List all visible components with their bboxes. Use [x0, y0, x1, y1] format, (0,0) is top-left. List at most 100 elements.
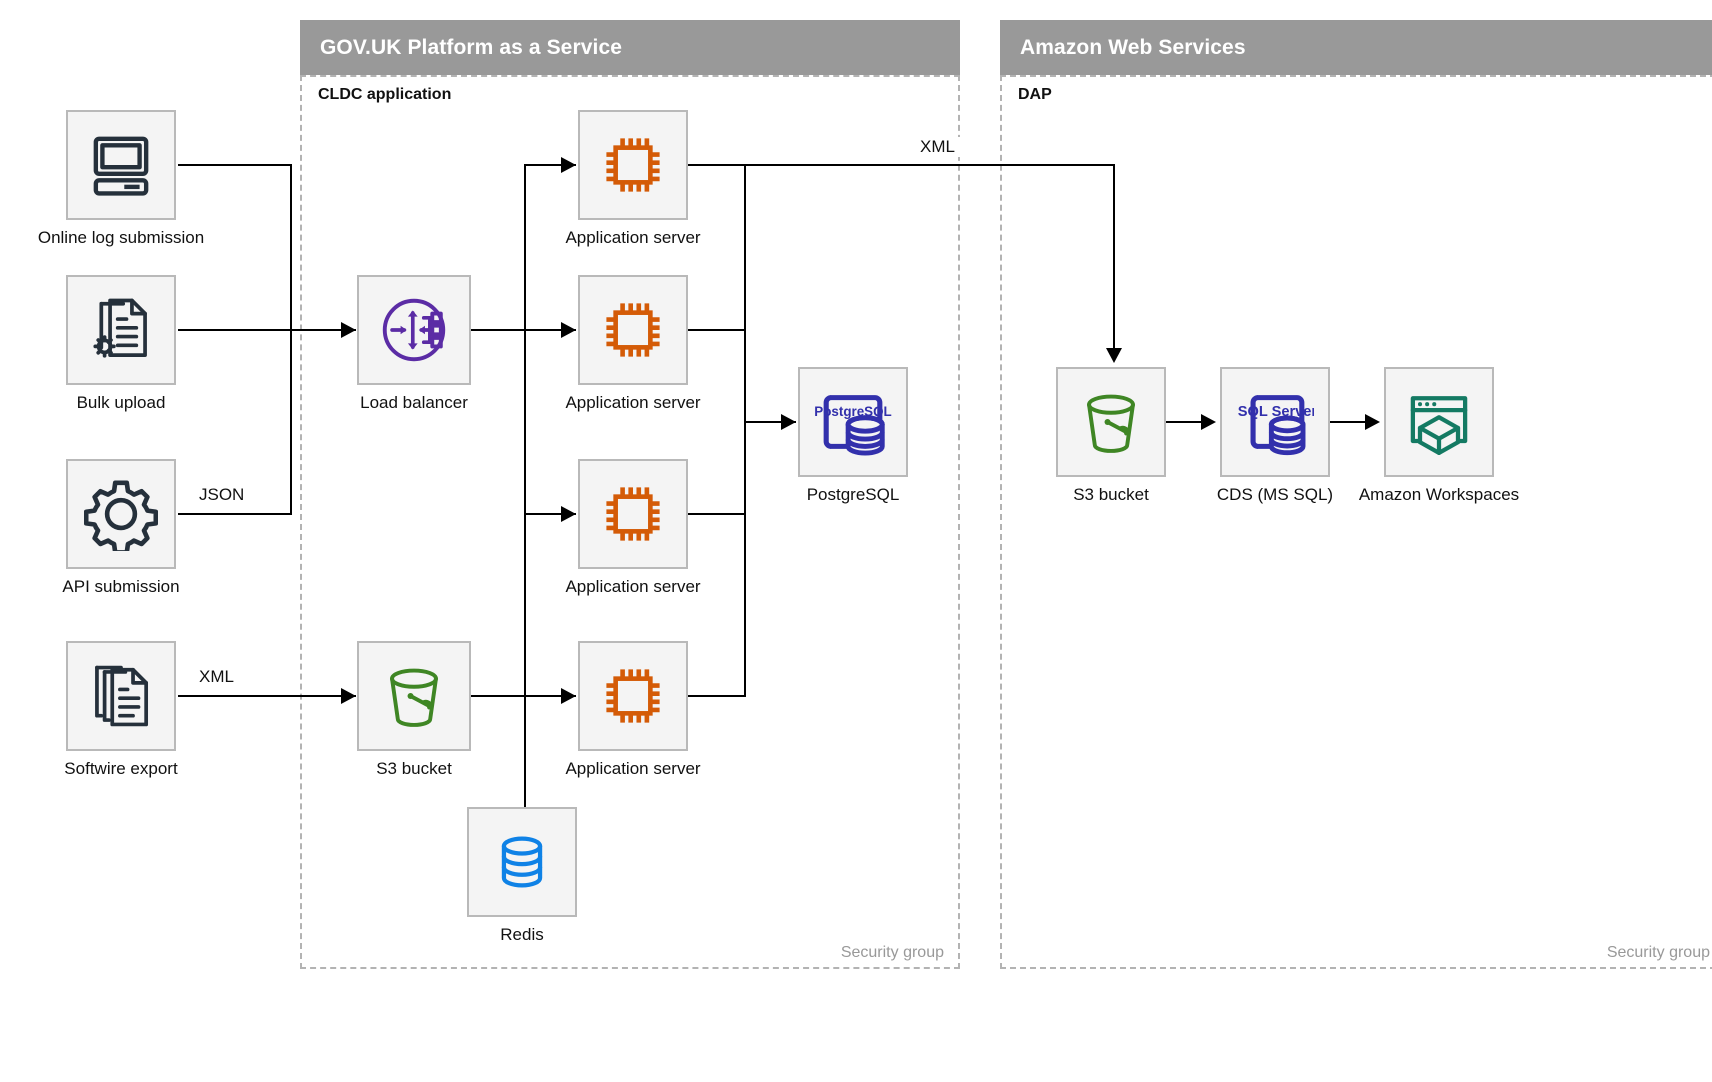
node-cds-ms-sql[interactable]: SQL Server CDS (MS SQL)	[1217, 367, 1333, 504]
edge-app-collector-bus	[744, 164, 746, 696]
arrow-into-app-server-1	[561, 157, 576, 173]
node-s3-bucket-paas[interactable]: S3 bucket	[357, 641, 471, 778]
node-caption: Bulk upload	[76, 393, 166, 412]
node-box	[66, 641, 176, 751]
edge-label-xml-softwire: XML	[194, 667, 239, 687]
node-caption: Redis	[500, 925, 544, 944]
edge-s3aws-to-cds	[1166, 421, 1214, 423]
node-box: SQL Server	[1220, 367, 1330, 477]
s3-bucket-icon	[1074, 385, 1148, 459]
arrow-into-load-balancer	[341, 322, 356, 338]
edge-lb-fanout-bus	[524, 164, 526, 696]
node-caption: Load balancer	[360, 393, 468, 412]
group-title-aws: Amazon Web Services	[1020, 35, 1246, 59]
node-caption: Application server	[565, 228, 701, 247]
node-box	[66, 110, 176, 220]
arrow-into-app-server-2	[561, 322, 576, 338]
edge-app2-out	[688, 329, 746, 331]
load-balancer-icon	[375, 291, 453, 369]
subtitle-cldc-application: CLDC application	[318, 86, 452, 103]
edge-lb-out-horizontal	[471, 329, 576, 331]
sql-server-icon-text: SQL Server	[1238, 404, 1314, 420]
node-application-server-1[interactable]: Application server	[565, 110, 701, 247]
edge-online-log-horizontal	[178, 164, 292, 166]
documents-stack-icon	[86, 661, 156, 731]
node-box	[578, 110, 688, 220]
node-application-server-2[interactable]: Application server	[565, 275, 701, 412]
node-application-server-4[interactable]: Application server	[565, 641, 701, 778]
node-box	[467, 807, 577, 917]
node-box	[357, 641, 471, 751]
node-caption: S3 bucket	[376, 759, 452, 778]
postgresql-icon: PostgreSQL	[814, 383, 892, 461]
edge-cds-to-workspaces	[1330, 421, 1378, 423]
group-header-aws: Amazon Web Services	[1000, 20, 1712, 75]
node-box	[578, 641, 688, 751]
node-caption: Softwire export	[64, 759, 178, 778]
edge-redis-vertical	[524, 695, 526, 815]
group-header-paas: GOV.UK Platform as a Service	[300, 20, 960, 75]
desktop-computer-icon	[86, 130, 156, 200]
node-caption: Application server	[565, 577, 701, 596]
node-caption: API submission	[62, 577, 180, 596]
edge-api-horizontal	[178, 513, 292, 515]
node-application-server-3[interactable]: Application server	[565, 459, 701, 596]
security-group-label-aws: Security group	[1606, 944, 1710, 961]
node-box	[578, 459, 688, 569]
node-box	[357, 275, 471, 385]
arrow-into-s3-aws	[1106, 348, 1122, 363]
amazon-workspaces-icon	[1401, 384, 1477, 460]
edge-api-vertical	[290, 329, 292, 515]
cpu-chip-icon	[596, 128, 670, 202]
edge-xml-dap-horizontal	[688, 164, 1115, 166]
node-box	[578, 275, 688, 385]
node-postgresql[interactable]: PostgreSQL PostgreSQL	[798, 367, 908, 504]
document-gear-icon	[86, 295, 156, 365]
node-online-log-submission[interactable]: Online log submission	[38, 110, 204, 247]
node-caption: Application server	[565, 393, 701, 412]
node-caption: Application server	[565, 759, 701, 778]
arrow-into-s3-paas	[341, 688, 356, 704]
postgresql-icon-text: PostgreSQL	[814, 404, 891, 419]
subtitle-dap: DAP	[1018, 86, 1052, 103]
node-api-submission[interactable]: API submission	[62, 459, 180, 596]
arrow-into-postgresql	[781, 414, 796, 430]
node-bulk-upload[interactable]: Bulk upload	[66, 275, 176, 412]
edge-app4-out	[688, 695, 746, 697]
cpu-chip-icon	[596, 293, 670, 367]
edge-app3-out	[688, 513, 746, 515]
security-group-label-paas: Security group	[840, 944, 944, 961]
node-box	[66, 459, 176, 569]
security-group-box-paas	[300, 75, 960, 969]
edge-bus-to-postgresql	[744, 421, 796, 423]
arrow-into-workspaces	[1365, 414, 1380, 430]
node-box	[1056, 367, 1166, 477]
node-box	[66, 275, 176, 385]
s3-bucket-icon	[377, 659, 451, 733]
gear-icon	[84, 477, 158, 551]
node-softwire-export[interactable]: Softwire export	[64, 641, 178, 778]
node-caption: S3 bucket	[1073, 485, 1149, 504]
sql-server-icon: SQL Server	[1236, 383, 1314, 461]
arrow-into-cds	[1201, 414, 1216, 430]
arrow-into-app-server-3	[561, 506, 576, 522]
edge-label-json: JSON	[194, 485, 250, 505]
cpu-chip-icon	[596, 659, 670, 733]
node-amazon-workspaces[interactable]: Amazon Workspaces	[1359, 367, 1519, 504]
edge-bulk-upload-horizontal	[178, 329, 356, 331]
node-s3-bucket-aws[interactable]: S3 bucket	[1056, 367, 1166, 504]
cpu-chip-icon	[596, 477, 670, 551]
edge-softwire-horizontal	[178, 695, 356, 697]
edge-label-xml-dap: XML	[915, 137, 960, 157]
node-redis[interactable]: Redis	[467, 807, 577, 944]
edge-lb-to-app1	[524, 164, 576, 166]
group-title-paas: GOV.UK Platform as a Service	[320, 35, 622, 59]
node-caption: PostgreSQL	[806, 485, 900, 504]
node-caption: Amazon Workspaces	[1358, 485, 1520, 504]
security-group-box-aws	[1000, 75, 1712, 969]
node-box	[1384, 367, 1494, 477]
redis-database-icon	[488, 828, 556, 896]
node-load-balancer[interactable]: Load balancer	[357, 275, 471, 412]
node-caption: Online log submission	[37, 228, 205, 247]
